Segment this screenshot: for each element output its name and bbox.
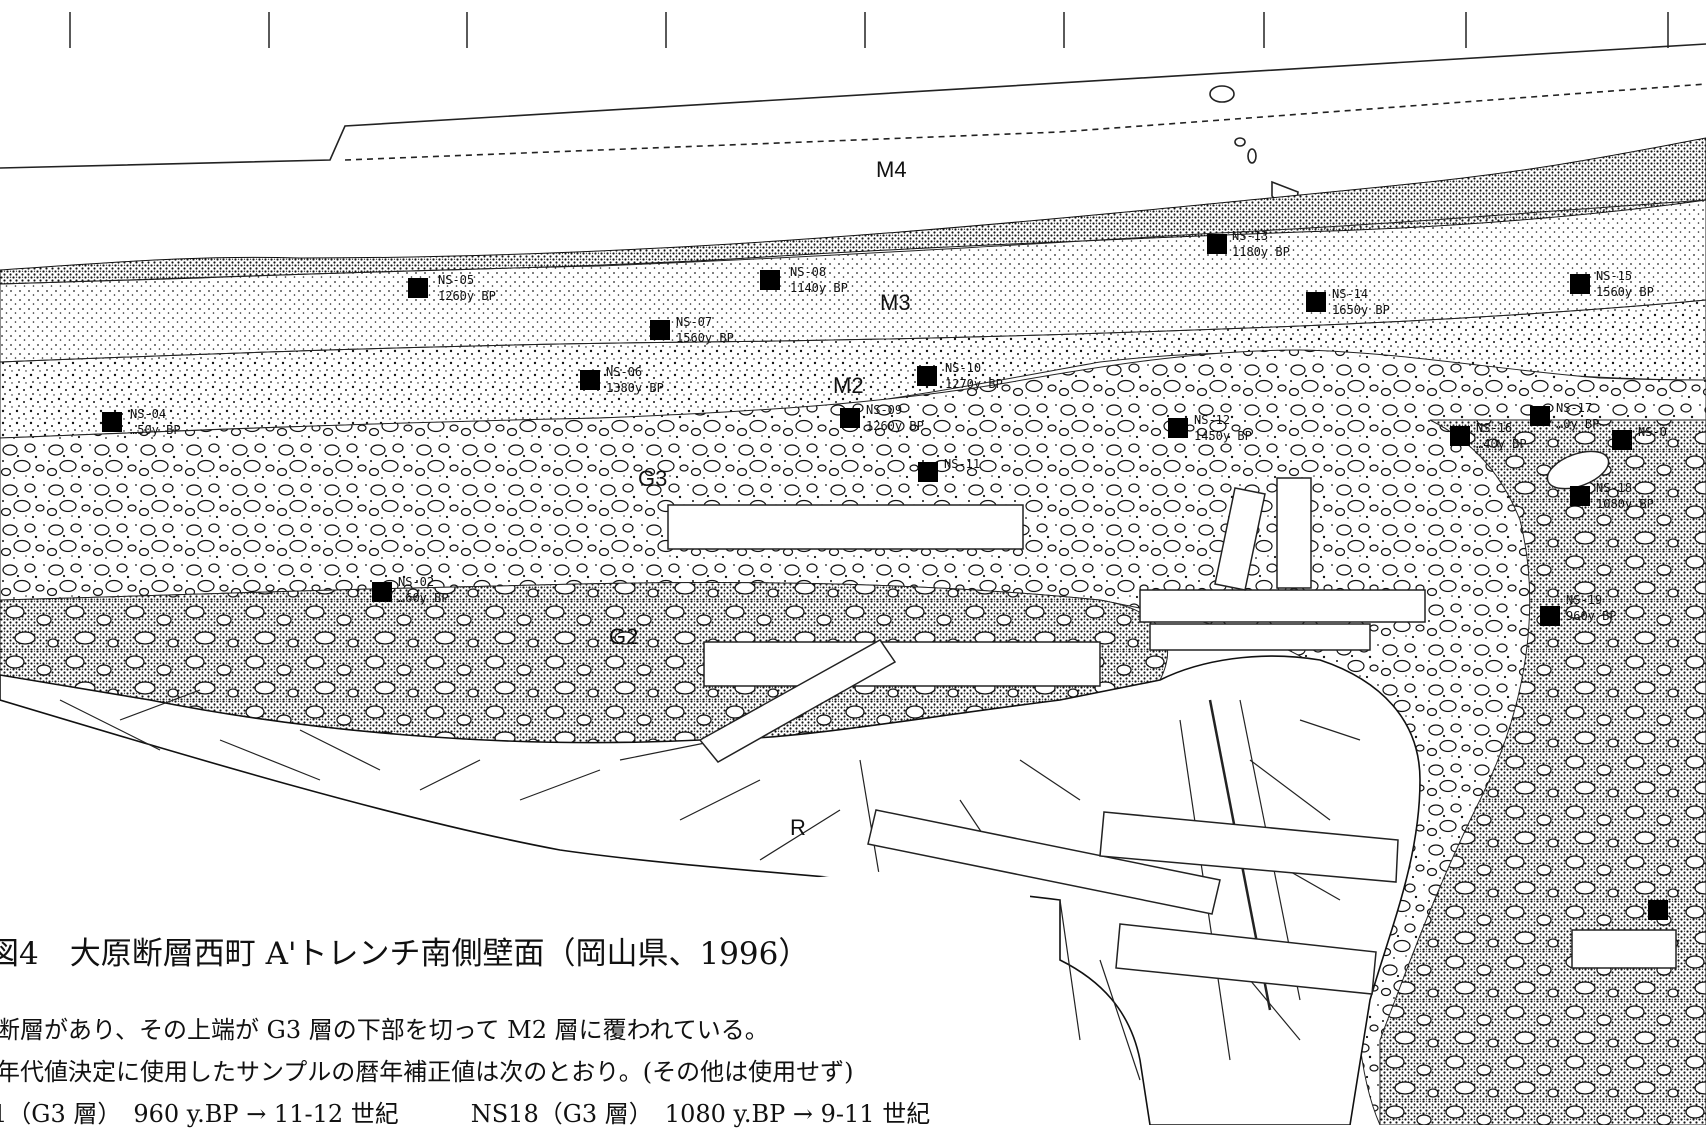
sample-marker: NS-0 — [1612, 425, 1667, 450]
sample-id: NS-04 — [130, 407, 166, 421]
sample-id: NS-14 — [1332, 287, 1368, 301]
sample-id: NS-11 — [944, 457, 980, 471]
sample-marker: NS-17 …0y BP — [1530, 401, 1599, 431]
figure-caption-line: 年代値決定に使用したサンプルの暦年補正値は次のとおり。(その他は使用せず) — [0, 1058, 854, 1086]
sample-id: NS-16 — [1476, 421, 1512, 435]
sample-id: NS-18 — [1596, 481, 1632, 495]
bedrock-r — [0, 655, 1421, 1125]
sample-id: NS-09 — [866, 403, 902, 417]
sample-id: NS-19 — [1566, 593, 1602, 607]
sample-marker-unlabeled — [1648, 900, 1668, 920]
sample-marker: NS-06 1380y BP — [580, 365, 664, 395]
sample-marker: NS-04 …50y BP — [102, 407, 181, 437]
sample-marker: NS-12 1450y BP — [1168, 413, 1252, 443]
sample-age: 1270y BP — [945, 377, 1003, 391]
sample-age: 960y BP — [1566, 609, 1617, 623]
figure-caption-title: 図4 大原断層西町 A'トレンチ南側壁面（岡山県、1996） — [0, 936, 810, 972]
sample-marker: NS-18 1080y BP — [1570, 481, 1654, 511]
sample-age: …40y BP — [1476, 437, 1527, 451]
sample-marker: NS-16 …40y BP — [1450, 421, 1527, 451]
layer-label-g3: G3 — [638, 466, 667, 491]
layer-label-m2: M2 — [833, 373, 864, 398]
sample-marker: NS-08 1140y BP — [760, 265, 848, 295]
sample-marker: NS-02 …60y BP — [372, 575, 449, 605]
sample-marker: NS-09 1260y BP — [840, 403, 924, 433]
sample-marker: NS-05 1260y BP — [408, 273, 496, 303]
sample-id: NS-0 — [1638, 425, 1667, 439]
sample-age: 1560y BP — [1596, 285, 1654, 299]
sample-id: NS-10 — [945, 361, 981, 375]
layer-label-m4: M4 — [876, 157, 907, 182]
support-boards — [667, 450, 1677, 995]
sample-age: 1450y BP — [1194, 429, 1252, 443]
sample-age: 1650y BP — [1332, 303, 1390, 317]
sample-age: 1080y BP — [1596, 497, 1654, 511]
layer-label-g2: G2 — [609, 624, 638, 649]
figure-caption-line: 1（G3 層） 960 y.BP → 11-12 世紀 NS18（G3 層） 1… — [0, 1100, 931, 1128]
sample-id: NS-02 — [398, 575, 434, 589]
sample-id: NS-17 — [1556, 401, 1592, 415]
sample-id: NS-07 — [676, 315, 712, 329]
sample-id: NS-15 — [1596, 269, 1632, 283]
sample-age: …0y BP — [1556, 417, 1599, 431]
layer-label-r: R — [790, 815, 806, 840]
sample-age: 1140y BP — [790, 281, 848, 295]
sample-age: 1260y BP — [866, 419, 924, 433]
sample-marker: NS-19 960y BP — [1540, 593, 1617, 626]
sample-marker: NS-07 1560y BP — [650, 315, 734, 345]
sample-markers: NS-05 1260y BP NS-08 1140y BP NS-07 1560… — [102, 229, 1668, 920]
sample-id: NS-06 — [606, 365, 642, 379]
sample-id: NS-08 — [790, 265, 826, 279]
sample-marker: NS-11 — [918, 457, 980, 482]
sample-id: NS-05 — [438, 273, 474, 287]
caption-background — [0, 870, 1030, 1125]
sample-id: NS-12 — [1194, 413, 1230, 427]
ground-surface — [0, 43, 1706, 209]
sample-id: NS-13 — [1232, 229, 1268, 243]
grid-ticks — [69, 12, 1669, 48]
sample-marker: NS-10 1270y BP — [917, 361, 1003, 391]
sample-age: …60y BP — [398, 591, 449, 605]
sample-age: 1560y BP — [676, 331, 734, 345]
sample-age: 1260y BP — [438, 289, 496, 303]
sample-marker: NS-14 1650y BP — [1306, 287, 1390, 317]
figure-caption-line: 断層があり、その上端が G3 層の下部を切って M2 層に覆われている。 — [0, 1016, 769, 1044]
sample-age: 1380y BP — [606, 381, 664, 395]
layer-label-m3: M3 — [880, 290, 911, 315]
layer-labels: M4 M3 M2 G3 G2 R — [609, 157, 911, 840]
sample-age: 1180y BP — [1232, 245, 1290, 259]
sample-marker: NS-13 1180y BP — [1207, 229, 1290, 259]
sample-marker: NS-15 1560y BP — [1570, 269, 1654, 299]
sample-age: …50y BP — [130, 423, 181, 437]
